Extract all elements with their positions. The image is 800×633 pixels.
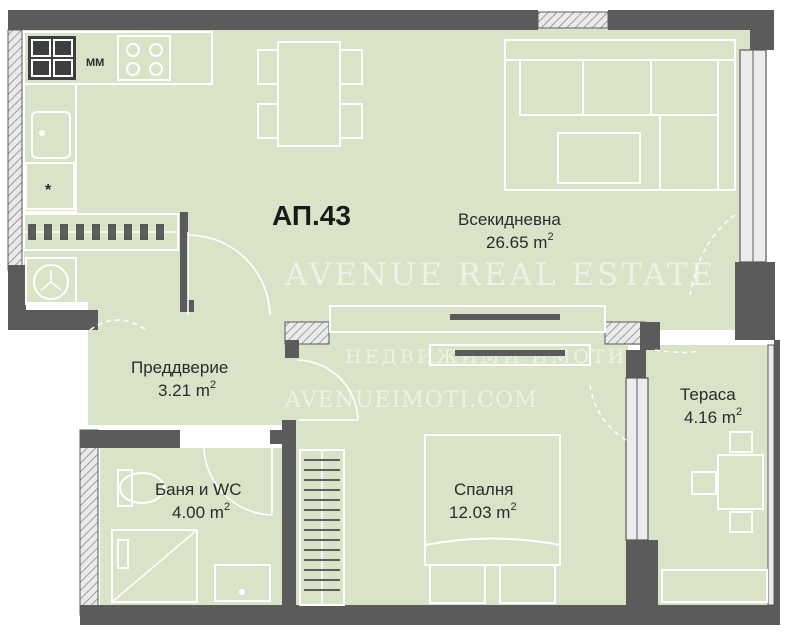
wall-bedroom-hall-top	[285, 340, 299, 358]
floor-bedroom	[295, 345, 628, 605]
room-area-terrace: 4.16 m2	[684, 406, 742, 427]
wall-top-left	[8, 10, 538, 30]
kitchen-counter-side	[23, 83, 77, 213]
floor-terrace	[645, 345, 778, 605]
wall-bottom	[80, 605, 780, 625]
wall-right-lower	[735, 262, 775, 340]
room-area-living: 26.65 m2	[486, 231, 554, 252]
stove-burners-icon	[117, 35, 171, 81]
washbasin-icon	[214, 564, 271, 602]
wall-left-hatched	[7, 29, 23, 271]
room-area-bedroom: 12.03 m2	[449, 501, 517, 522]
wall-top-hatched	[537, 11, 609, 29]
wall-bath-left	[79, 429, 99, 616]
wall-terrace-right	[774, 340, 780, 625]
room-name-terrace: Тераса	[680, 385, 736, 404]
wall-bath-right-cap	[270, 430, 296, 444]
tv-console-living	[329, 305, 606, 333]
watermark: AVENUE REAL ESTATE НЕДВИЖИМИ ИМОТИ AVENU…	[284, 257, 716, 413]
wall-bedroom-right	[626, 350, 646, 378]
apartment-title: АП.43	[272, 200, 351, 231]
wall-bath-top	[80, 430, 180, 448]
floor-hall	[88, 330, 640, 425]
room-name-bedroom: Спалня	[454, 480, 513, 499]
wall-corridor	[180, 212, 188, 308]
labels: АП.43 Всекидневна 26.65 m2 Преддверие 3.…	[131, 200, 742, 522]
fridge-label: *	[45, 182, 52, 199]
sink-icon	[31, 111, 71, 159]
room-name-hall: Преддверие	[131, 358, 228, 377]
room-name-bath: Баня и WC	[155, 480, 241, 499]
dining-table	[257, 41, 363, 147]
terrace-furniture	[661, 431, 768, 603]
doors	[89, 214, 736, 516]
toilet-icon	[117, 469, 165, 507]
kitchen: ММ *	[23, 31, 213, 213]
door-terrace-dashed	[654, 349, 701, 354]
sofa	[504, 39, 736, 191]
wall-terrace-top	[640, 322, 660, 350]
fridge-icon: *	[25, 162, 75, 210]
watermark-line1: AVENUE REAL ESTATE	[284, 257, 716, 293]
wall-top-right	[608, 10, 763, 30]
door-hall-dashed	[89, 319, 147, 331]
room-area-bath: 4.00 m2	[172, 501, 230, 522]
window-terrace-rail	[767, 344, 775, 606]
wall-bath-right	[282, 420, 296, 605]
walls	[7, 10, 780, 625]
tv-console-bedroom	[429, 344, 591, 366]
door-bath-swing	[203, 447, 273, 516]
door-living-balcony-dashed	[689, 214, 736, 296]
washing-machine-icon	[25, 257, 77, 305]
wall-partition-right	[604, 321, 646, 345]
bedroom-wardrobe	[299, 449, 345, 606]
wall-left-bottom	[8, 310, 98, 330]
watermark-line3: AVENUEIMOTI.COM	[284, 388, 538, 413]
room-area-hall: 3.21 m2	[158, 379, 216, 400]
wall-corridor-base	[180, 300, 194, 312]
wardrobe-top	[23, 213, 179, 251]
kitchen-counter	[23, 31, 213, 85]
wall-top-corner	[750, 10, 774, 50]
door-entrance-swing	[297, 359, 359, 421]
bed	[424, 434, 561, 604]
floor-areas	[24, 28, 778, 605]
floor-living-kitchen	[24, 28, 750, 330]
cooktop	[28, 36, 76, 80]
bathroom-fixtures	[111, 469, 271, 603]
windows	[625, 49, 775, 606]
door-corridor-swing	[187, 234, 271, 316]
shower-icon	[111, 529, 198, 603]
floor-bath	[100, 448, 285, 605]
room-name-living: Всекидневна	[458, 210, 561, 229]
dishwasher-label: ММ	[86, 57, 104, 69]
